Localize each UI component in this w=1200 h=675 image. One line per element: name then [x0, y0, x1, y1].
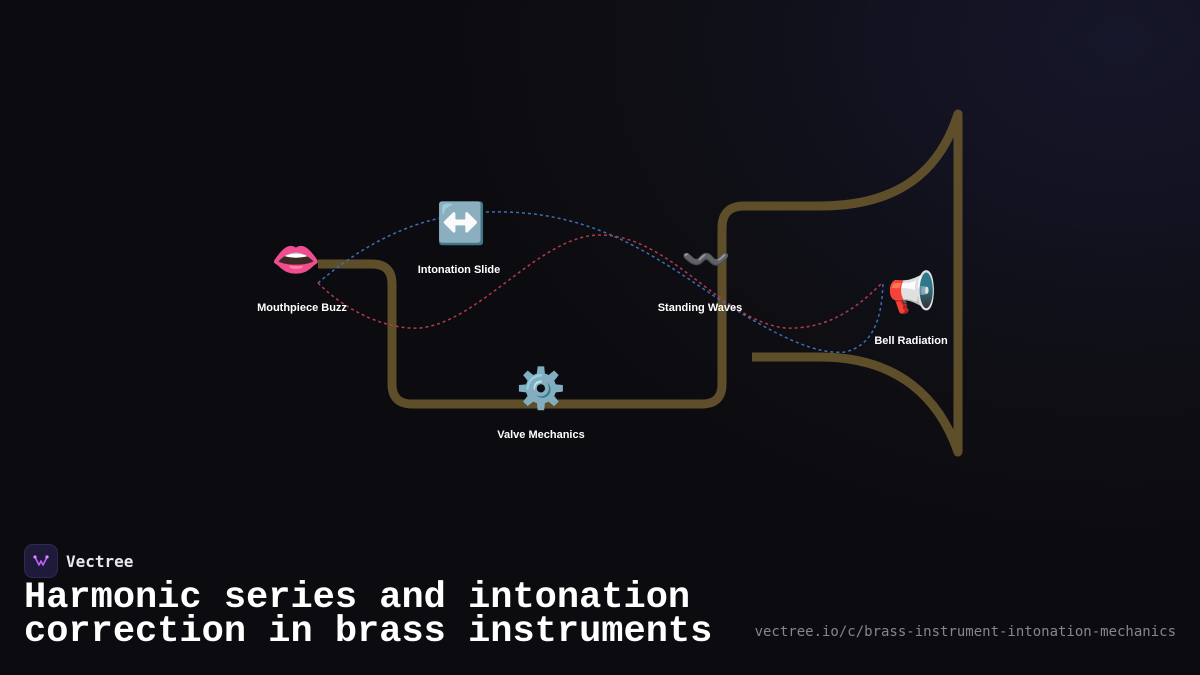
- loudspeaker-icon: 📢: [887, 269, 937, 316]
- wave-red: [317, 234, 884, 329]
- gear-icon: ⚙️: [516, 365, 566, 412]
- node-label-valve: Valve Mechanics: [497, 429, 584, 441]
- brand-name: Vectree: [66, 551, 134, 571]
- source-url[interactable]: vectree.io/c/brass-instrument-intonation…: [754, 624, 1176, 640]
- wave-blue: [317, 211, 884, 354]
- node-label-bell: Bell Radiation: [874, 335, 948, 347]
- node-bell[interactable]: 📢 Bell Radiation: [874, 269, 948, 347]
- vectree-logo-icon: [24, 544, 58, 578]
- title-line-1: Harmonic series and intonation: [24, 577, 691, 619]
- lips-icon: 👄: [271, 237, 321, 283]
- node-valve[interactable]: ⚙️ Valve Mechanics: [497, 365, 584, 441]
- horn-tubing: [318, 109, 963, 457]
- node-slide[interactable]: ↔️ Intonation Slide: [418, 200, 501, 276]
- page-title: Harmonic series and intonation correctio…: [24, 580, 744, 651]
- node-label-slide: Intonation Slide: [418, 264, 501, 276]
- node-label-waves: Standing Waves: [658, 302, 743, 314]
- wavy-dash-icon: 〰️: [681, 237, 731, 283]
- title-line-2: correction in brass instruments: [24, 611, 713, 653]
- node-label-mouthpiece: Mouthpiece Buzz: [257, 302, 347, 314]
- left-right-arrow-icon: ↔️: [436, 200, 486, 247]
- node-mouthpiece[interactable]: 👄 Mouthpiece Buzz: [257, 237, 347, 314]
- node-waves[interactable]: 〰️ Standing Waves: [658, 237, 743, 314]
- brand: Vectree: [24, 544, 133, 578]
